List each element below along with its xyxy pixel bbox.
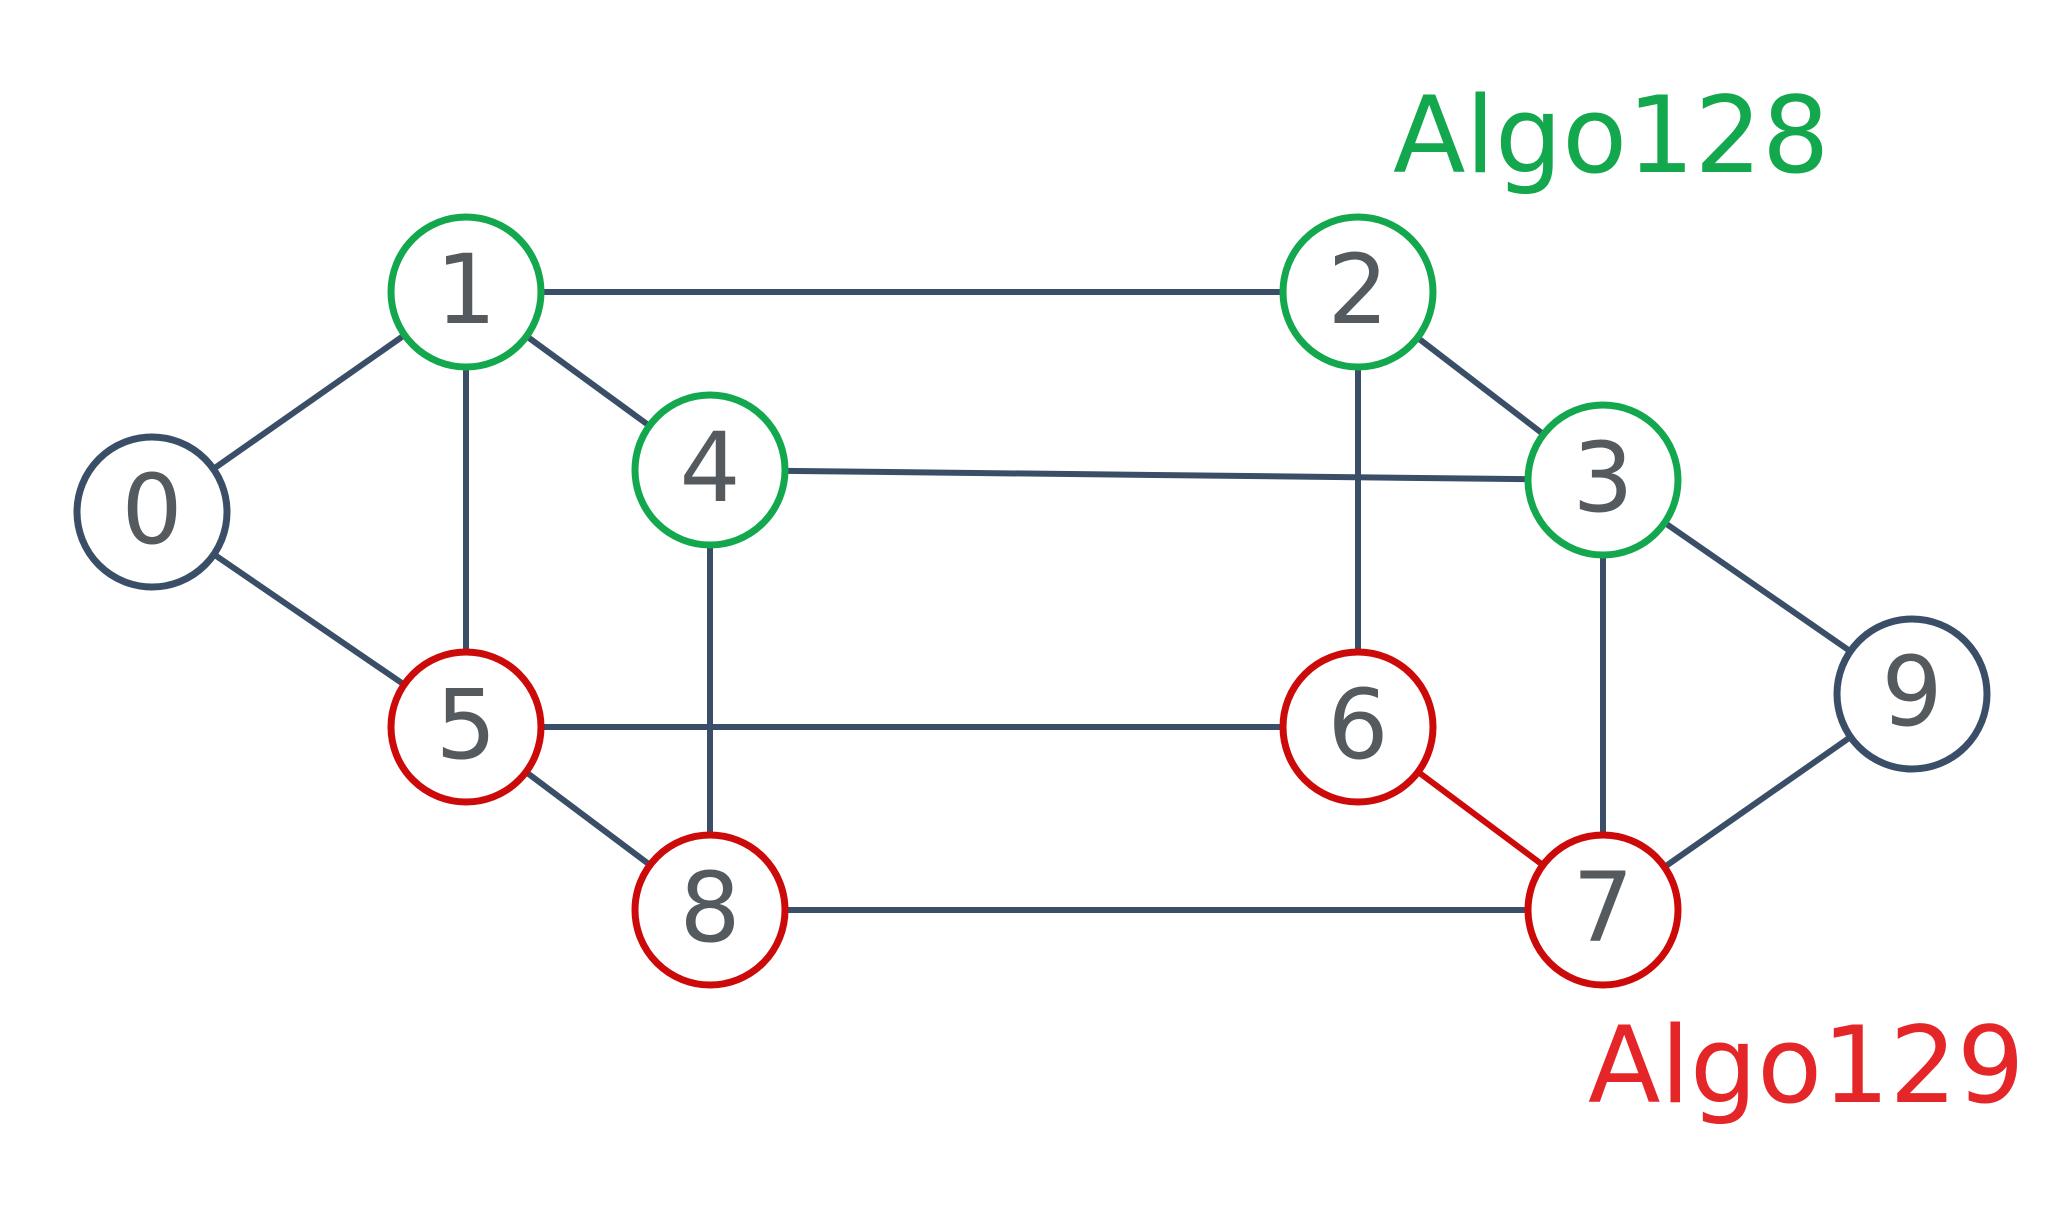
node-2: 2 — [1279, 213, 1437, 371]
node-6: 6 — [1279, 648, 1437, 806]
node-circle-9 — [1833, 615, 1991, 773]
node-9: 9 — [1833, 615, 1991, 773]
node-circle-6 — [1279, 648, 1437, 806]
node-label-0: 0 — [121, 454, 182, 566]
node-circle-4 — [631, 391, 789, 549]
node-circle-1 — [387, 213, 545, 371]
node-label-4: 4 — [679, 412, 740, 524]
node-3: 3 — [1524, 401, 1682, 559]
nodes-layer: 0 1 2 3 4 5 6 7 8 9 — [73, 213, 1991, 989]
node-circle-8 — [631, 831, 789, 989]
node-label-6: 6 — [1327, 669, 1388, 781]
group-labels-layer: Algo128 Algo129 — [1393, 74, 2024, 1127]
node-circle-5 — [387, 648, 545, 806]
edges-layer — [150, 289, 1914, 913]
node-label-9: 9 — [1881, 636, 1942, 748]
node-5: 5 — [387, 648, 545, 806]
node-0: 0 — [73, 433, 231, 591]
node-1: 1 — [387, 213, 545, 371]
node-label-3: 3 — [1572, 422, 1633, 534]
edge-4-3 — [709, 467, 1604, 483]
node-label-2: 2 — [1327, 234, 1388, 346]
group-label-algo128: Algo128 — [1393, 74, 1829, 197]
node-label-1: 1 — [435, 234, 496, 346]
node-circle-2 — [1279, 213, 1437, 371]
node-8: 8 — [631, 831, 789, 989]
node-4: 4 — [631, 391, 789, 549]
node-7: 7 — [1524, 831, 1682, 989]
node-circle-3 — [1524, 401, 1682, 559]
group-label-algo129: Algo129 — [1588, 1004, 2024, 1127]
node-label-5: 5 — [435, 669, 496, 781]
node-circle-7 — [1524, 831, 1682, 989]
node-label-8: 8 — [679, 852, 740, 964]
node-label-7: 7 — [1572, 852, 1633, 964]
node-circle-0 — [73, 433, 231, 591]
